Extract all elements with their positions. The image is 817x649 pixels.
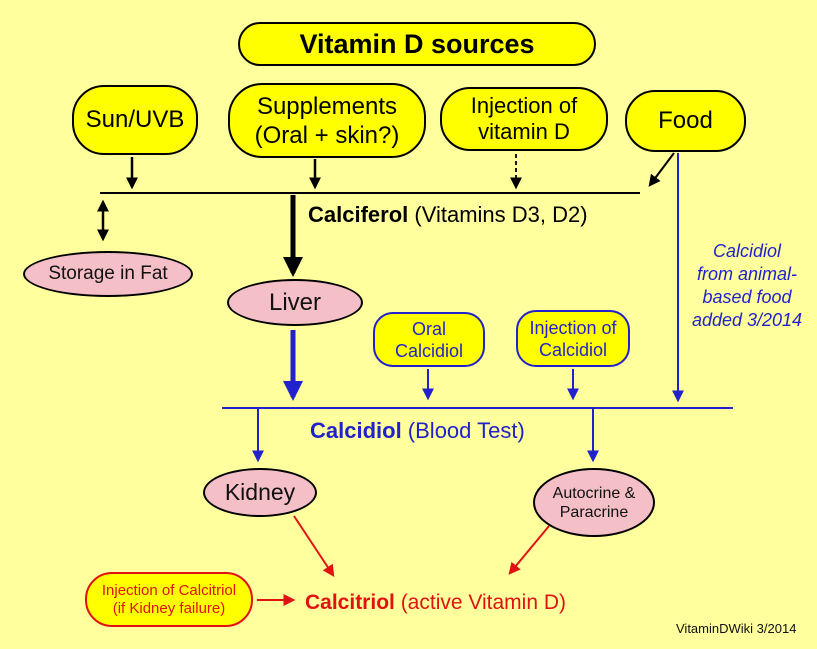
calcidiol-label-bold: Calcidiol: [310, 418, 402, 443]
food-node: Food: [625, 90, 746, 152]
food-label: Food: [658, 107, 713, 134]
arrow-food-to-calciferol: [648, 152, 675, 187]
arrow-kidney-to-calcitriol: [293, 515, 335, 578]
oral-calcidiol-line1: Oral: [411, 318, 446, 339]
calcitriol-label-bold: Calcitriol: [305, 591, 395, 614]
injection-calcitriol-line1: Injection of Calcitriol: [101, 581, 237, 599]
storage-in-fat-node: Storage in Fat: [23, 251, 193, 297]
calcidiol-label-rest: (Blood Test): [401, 418, 525, 443]
food-note-line1: Calcidiol: [712, 241, 782, 261]
injection-vitamin-d-line2: vitamin D: [478, 119, 570, 144]
arrow-autocrine-to-calcitriol: [508, 525, 550, 575]
injection-calcidiol-line2: Calcidiol: [538, 339, 608, 360]
food-calcidiol-note: Calcidiol from animal- based food added …: [683, 240, 811, 332]
supplements-label-line1: Supplements: [256, 92, 398, 120]
calcidiol-label: Calcidiol (Blood Test): [310, 418, 525, 444]
watermark: VitaminDWiki 3/2014: [676, 621, 797, 636]
food-note-line2: from animal-: [696, 264, 798, 284]
injection-calcidiol-line1: Injection of: [529, 317, 617, 338]
kidney-node: Kidney: [203, 468, 317, 517]
title-label: Vitamin D sources: [299, 28, 535, 59]
storage-in-fat-label: Storage in Fat: [48, 263, 168, 284]
sun-uvb-node: Sun/UVB: [72, 85, 198, 155]
oral-calcidiol-line2: Calcidiol: [394, 340, 464, 361]
calcitriol-label: Calcitriol (active Vitamin D): [305, 591, 566, 615]
calciferol-label-rest: (Vitamins D3, D2): [408, 202, 588, 227]
sun-uvb-label: Sun/UVB: [85, 106, 185, 133]
liver-node: Liver: [227, 279, 363, 326]
injection-calcitriol-line2: (if Kidney failure): [112, 599, 226, 617]
injection-calcidiol-node: Injection of Calcidiol: [516, 310, 630, 367]
food-note-line4: added 3/2014: [691, 310, 803, 330]
autocrine-line1: Autocrine &: [552, 484, 636, 502]
title-box: Vitamin D sources: [238, 22, 596, 66]
food-note-line3: based food: [702, 287, 792, 307]
calciferol-label: Calciferol (Vitamins D3, D2): [308, 202, 588, 228]
oral-calcidiol-node: Oral Calcidiol: [373, 312, 485, 367]
supplements-label-line2: (Oral + skin?): [254, 121, 400, 149]
kidney-label: Kidney: [224, 479, 296, 505]
liver-label: Liver: [268, 288, 322, 316]
injection-vitamin-d-node: Injection of vitamin D: [440, 87, 608, 151]
calciferol-label-bold: Calciferol: [308, 202, 409, 227]
calcitriol-label-rest: (active Vitamin D): [394, 591, 567, 614]
injection-calcitriol-node: Injection of Calcitriol (if Kidney failu…: [85, 572, 253, 627]
supplements-node: Supplements (Oral + skin?): [228, 83, 426, 158]
autocrine-paracrine-node: Autocrine & Paracrine: [533, 468, 655, 537]
injection-vitamin-d-line1: Injection of: [470, 93, 578, 118]
autocrine-line2: Paracrine: [559, 503, 629, 521]
